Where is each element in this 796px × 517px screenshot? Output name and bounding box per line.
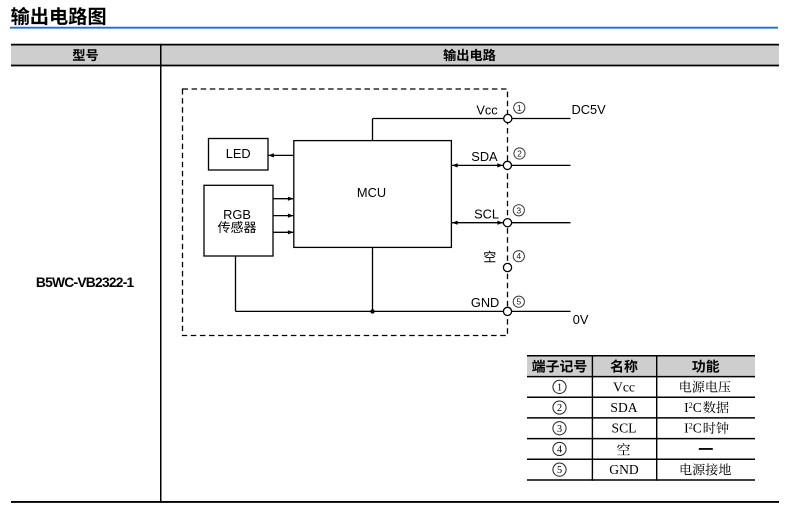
svg-text:4: 4 [557, 444, 562, 455]
svg-text:RGB: RGB [223, 207, 251, 222]
svg-text:1: 1 [517, 103, 522, 113]
svg-text:GND: GND [471, 295, 499, 310]
svg-text:1: 1 [557, 382, 562, 393]
svg-text:SCL: SCL [612, 421, 637, 436]
svg-text:SDA: SDA [610, 400, 637, 415]
svg-text:I2C: I2C [684, 400, 702, 415]
svg-text:LED: LED [226, 146, 251, 161]
svg-text:5: 5 [516, 297, 521, 307]
svg-text:B5WC-VB2322-1: B5WC-VB2322-1 [36, 275, 135, 290]
svg-text:SDA: SDA [471, 149, 498, 164]
svg-text:MCU: MCU [357, 185, 386, 200]
svg-text:3: 3 [557, 424, 562, 435]
svg-text:2: 2 [517, 149, 522, 159]
svg-text:Vcc: Vcc [613, 379, 635, 394]
svg-text:4: 4 [516, 251, 521, 261]
svg-text:0V: 0V [573, 312, 589, 327]
svg-text:5: 5 [557, 465, 562, 476]
svg-text:SCL: SCL [474, 206, 499, 221]
svg-text:3: 3 [516, 205, 521, 215]
svg-text:Vcc: Vcc [476, 102, 498, 117]
svg-text:I2C: I2C [684, 421, 702, 436]
svg-text:2: 2 [557, 403, 562, 414]
svg-text:GND: GND [609, 462, 639, 477]
svg-text:DC5V: DC5V [572, 102, 607, 117]
